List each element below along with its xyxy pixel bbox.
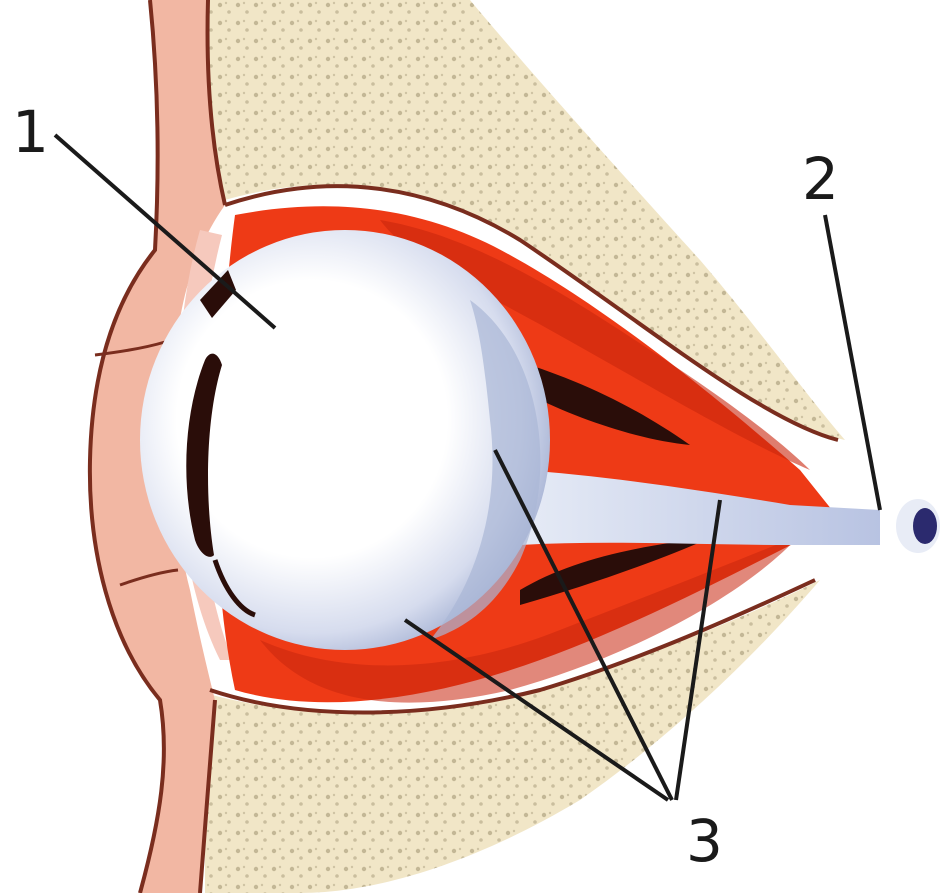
label-1: 1 [12,103,49,161]
label-2: 2 [802,150,839,208]
label-3: 3 [686,812,723,870]
optic-nerve-end-core [913,508,937,544]
leader-line-2 [825,215,880,510]
